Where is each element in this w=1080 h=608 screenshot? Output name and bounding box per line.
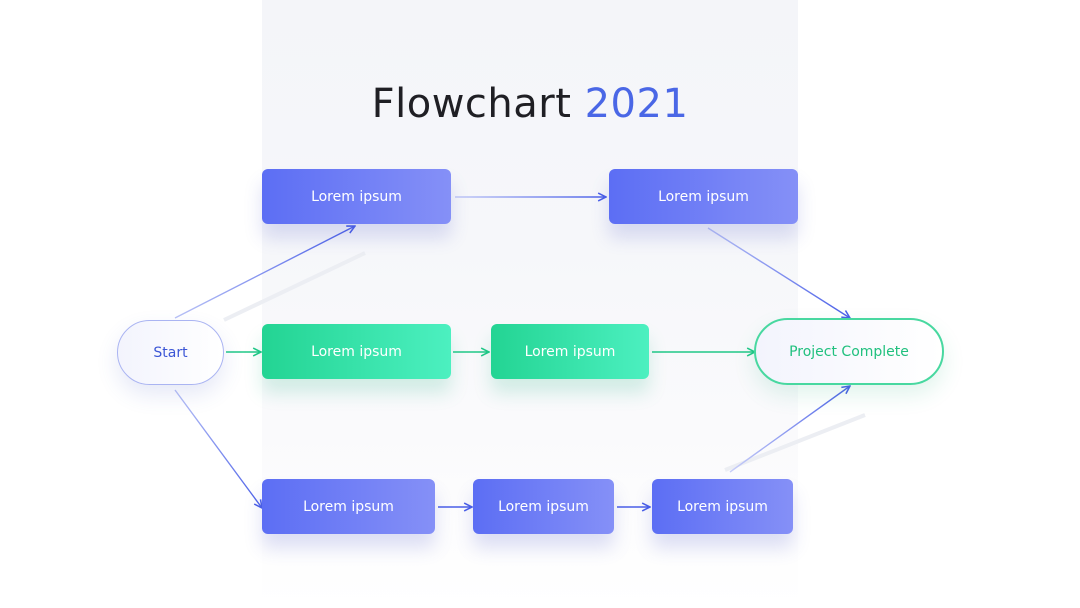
page-title: Flowchart 2021 xyxy=(262,78,798,130)
top-node-2[interactable]: Lorem ipsum xyxy=(609,169,798,224)
start-node[interactable]: Start xyxy=(117,320,224,385)
arrow-start-to-top xyxy=(174,226,355,319)
arrow-bottom-3-to-end xyxy=(729,386,850,473)
bottom-node-3[interactable]: Lorem ipsum xyxy=(652,479,793,534)
title-year: 2021 xyxy=(584,81,689,127)
middle-node-1[interactable]: Lorem ipsum xyxy=(262,324,451,379)
bottom-node-2[interactable]: Lorem ipsum xyxy=(473,479,614,534)
title-text: Flowchart xyxy=(371,81,572,127)
project-complete-node[interactable]: Project Complete xyxy=(754,318,944,385)
top-node-1[interactable]: Lorem ipsum xyxy=(262,169,451,224)
arrow-top-2-to-end xyxy=(707,227,850,318)
arrow-start-to-bottom xyxy=(174,389,262,508)
middle-node-2[interactable]: Lorem ipsum xyxy=(491,324,649,379)
bottom-node-1[interactable]: Lorem ipsum xyxy=(262,479,435,534)
